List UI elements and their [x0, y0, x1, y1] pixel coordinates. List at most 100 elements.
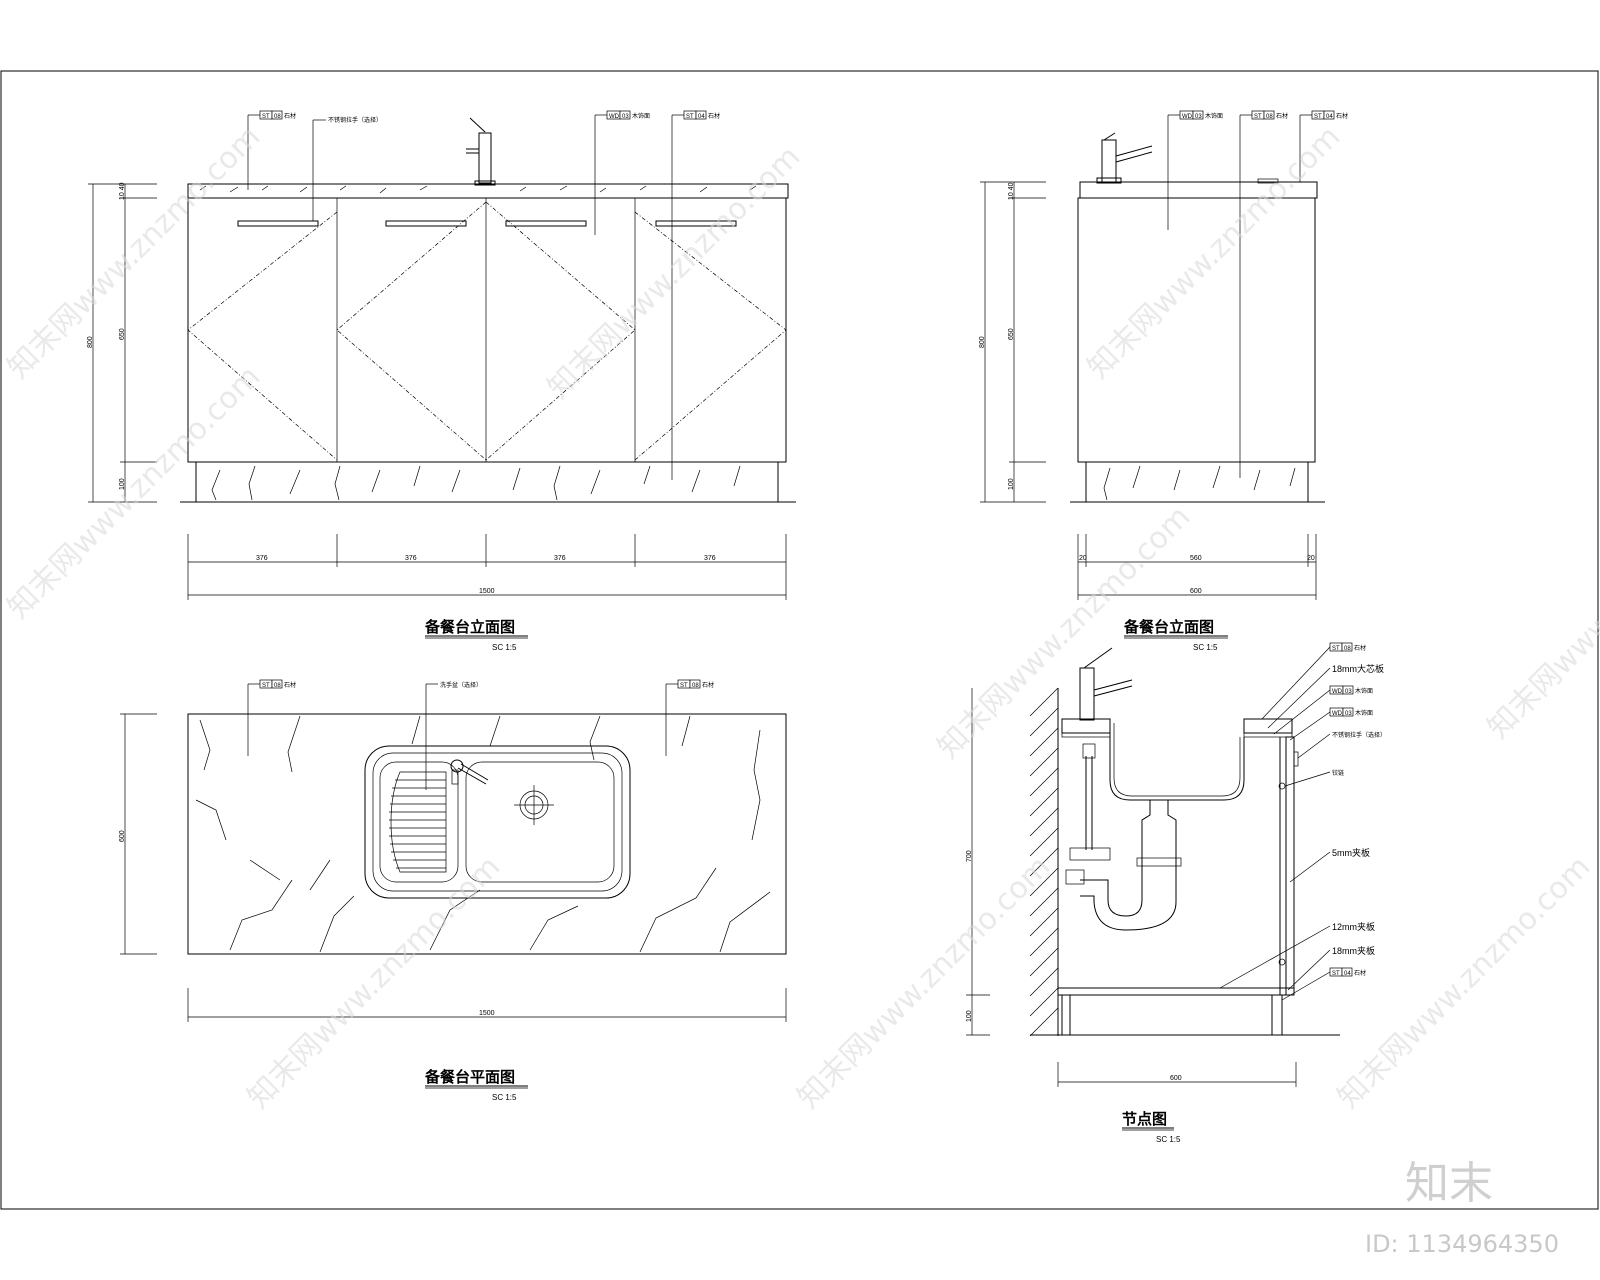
- dim-text: 376: [554, 555, 566, 562]
- label-text: 木饰面: [1355, 687, 1373, 695]
- faucet: [1079, 647, 1133, 721]
- label-text: 石材: [1354, 644, 1366, 652]
- label-code: ST: [1332, 971, 1340, 977]
- door-swing-line: [187, 211, 338, 461]
- label-num: 08: [1344, 646, 1351, 652]
- dim-text: 1500: [479, 1010, 495, 1017]
- callout-stone: ST 08 石材: [247, 110, 296, 190]
- dim-text: 800: [979, 336, 986, 348]
- callout-num: 08: [274, 114, 281, 120]
- callout-stone: ST 08 石材: [665, 679, 714, 756]
- callout-text: 不锈钢拉手（选择）: [328, 116, 382, 124]
- view-scale: SC 1:5: [1156, 1135, 1181, 1144]
- stone-plinth: [1085, 461, 1309, 503]
- label-code: WD: [1332, 689, 1343, 695]
- view-title: 节点图: [1122, 1110, 1167, 1128]
- countertop-section: [1243, 718, 1293, 734]
- door-handle: [655, 220, 737, 227]
- callout-code: ST: [262, 683, 270, 689]
- label-code: WD: [1332, 711, 1343, 717]
- countertop-section: [1061, 718, 1111, 734]
- dim-text: 650: [119, 328, 126, 340]
- dim-text: 20: [1307, 555, 1315, 562]
- label-text: 不锈钢拉手（选择）: [1332, 731, 1386, 739]
- dim-text: 600: [1190, 588, 1202, 595]
- dim-text: 700: [966, 850, 973, 862]
- label-num: 03: [1345, 711, 1352, 717]
- drainboard: [379, 761, 459, 883]
- cabinet-door: [1285, 736, 1295, 996]
- section-labels: ST 08 石材 18mm大芯板 WD 03 木饰面 WD 03 木饰面 不锈钢…: [1219, 642, 1386, 1001]
- dim-text: 376: [704, 555, 716, 562]
- view-scale: SC 1:5: [492, 643, 517, 652]
- sink-basin: [465, 761, 615, 883]
- faucet: [466, 117, 496, 186]
- stone-plinth: [195, 461, 779, 503]
- label-text: 铰链: [1332, 769, 1344, 777]
- callout-text: 石材: [1336, 112, 1348, 120]
- dim-text: 100: [1008, 478, 1015, 490]
- label-text: 18mm夹板: [1332, 945, 1375, 956]
- view-title: 备餐台立面图: [1123, 618, 1214, 636]
- callout-num: 08: [692, 683, 699, 689]
- id-label: ID: 1134964350: [1365, 1230, 1559, 1258]
- side-elevation: 10 40 650 100 800 20 560 20 600 WD 03 木饰…: [979, 110, 1348, 652]
- callout-stone-top: ST 08 石材: [1239, 110, 1288, 478]
- callout-num: 03: [1195, 114, 1202, 120]
- door-swing-line: [485, 201, 636, 461]
- door-handle: [385, 220, 467, 227]
- callout-code: ST: [262, 114, 270, 120]
- label-code: ST: [1332, 646, 1340, 652]
- watermark-text: 知末网www.znzmo.com: [1331, 849, 1597, 1115]
- callout-text: 木饰面: [632, 112, 650, 120]
- view-scale: SC 1:5: [492, 1093, 517, 1102]
- door-swing-line: [336, 201, 487, 461]
- callout-text: 石材: [1276, 112, 1288, 120]
- dim-text: 10 40: [1008, 182, 1015, 200]
- callout-text: 木饰面: [1205, 112, 1223, 120]
- countertop-slab: [187, 183, 789, 199]
- label-text: 木饰面: [1355, 709, 1373, 717]
- watermark-text: 知末网www.znzmo.com: [1081, 119, 1347, 385]
- dim-text: 10 40: [119, 182, 126, 200]
- sink-rim: [364, 745, 631, 899]
- callout-code: WD: [1182, 114, 1193, 120]
- hinge-mark: [1278, 958, 1286, 966]
- callout-num: 08: [274, 683, 281, 689]
- handle-mark: [1293, 751, 1299, 767]
- watermark-text: 知末网www.znzmo.com: [1, 119, 267, 385]
- watermark-layer: 知末网www.znzmo.com 知末网www.znzmo.com 知末网www…: [1, 119, 1600, 1115]
- label-num: 04: [1344, 971, 1351, 977]
- callout-text: 石材: [702, 681, 714, 689]
- callout-num: 04: [698, 114, 705, 120]
- dim-text: 376: [405, 555, 417, 562]
- section-detail: 700 100 600 ST 08 石材 18mm大芯板 WD 03 木饰面 W…: [966, 642, 1386, 1144]
- callout-num: 04: [1326, 114, 1333, 120]
- label-text: 5mm夹板: [1332, 847, 1370, 858]
- dim-text: 376: [256, 555, 268, 562]
- watermark-text: 知末网www.znzmo.com: [541, 139, 807, 405]
- door-handle: [505, 220, 587, 227]
- callout-text: 石材: [284, 681, 296, 689]
- sheet-border: [0, 70, 1599, 1210]
- faucet-plan: [450, 759, 489, 785]
- dim-text: 560: [1190, 555, 1202, 562]
- callout-num: 03: [622, 114, 629, 120]
- door-swing-line: [634, 211, 787, 461]
- label-text: 12mm夹板: [1332, 921, 1375, 932]
- dim-text: 100: [119, 478, 126, 490]
- door-handle: [237, 220, 319, 227]
- callout-code: ST: [680, 683, 688, 689]
- brand-logo: 知末: [1405, 1158, 1493, 1209]
- stone-base: [1061, 994, 1071, 1036]
- view-scale: SC 1:5: [1193, 643, 1218, 652]
- callout-handle: 不锈钢拉手（选择）: [312, 116, 382, 221]
- dim-text: 1500: [479, 588, 495, 595]
- dim-text: 20: [1079, 555, 1087, 562]
- plan-view: 600 1500 ST 08 石材 洗手盆（选择） ST 08 石材: [119, 679, 787, 1102]
- view-title: 备餐台立面图: [424, 618, 515, 636]
- watermark-text: 知末网www.znzmo.com: [1481, 479, 1600, 745]
- sink-bowl: [1109, 719, 1245, 801]
- callout-code: WD: [609, 114, 620, 120]
